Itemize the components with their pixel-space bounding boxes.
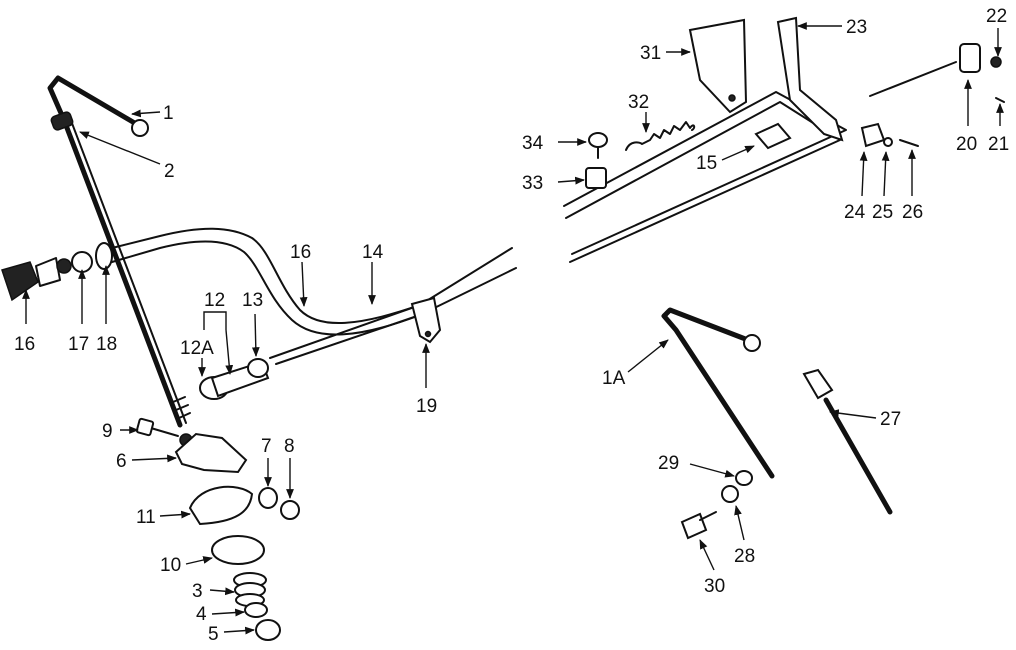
nut-part-22 [990, 56, 1002, 68]
leader-lines [22, 22, 1004, 635]
nut-part-8 [280, 500, 300, 520]
label-part-28: 28 [734, 546, 755, 567]
cap-part-33 [585, 167, 607, 189]
cable-nut-part-17 [56, 251, 93, 274]
label-part-12: 12 [204, 290, 225, 311]
pin-part-21 [995, 97, 1005, 103]
bolt-part-30 [680, 511, 717, 540]
control-cable-part-16 [111, 227, 517, 365]
label-part-32: 32 [628, 92, 649, 113]
label-part-17: 17 [68, 334, 89, 355]
label-part-13: 13 [242, 290, 263, 311]
label-part-10: 10 [160, 555, 181, 576]
label-part-29: 29 [658, 453, 679, 474]
label-part-8: 8 [284, 436, 295, 457]
label-part-19: 19 [416, 396, 437, 417]
cable-knob-part-16 [1, 257, 61, 302]
label-part-1: 1 [163, 103, 174, 124]
label-part-18: 18 [96, 334, 117, 355]
cable-washer-part-18 [95, 242, 113, 270]
screw-part-34 [588, 132, 608, 159]
label-part-9: 9 [102, 421, 113, 442]
bushing-part-13 [247, 358, 269, 378]
part-labels: 1 2 16 17 18 16 14 12 13 12A 19 9 6 7 8 … [14, 6, 1009, 645]
knob-part-20 [959, 43, 981, 73]
bolt-part-9 [135, 417, 193, 447]
label-part-31: 31 [640, 43, 661, 64]
plate-part-11 [188, 485, 254, 526]
dipstick-part-27 [802, 368, 893, 515]
lever-arm-part-6 [174, 432, 248, 474]
pin-part-26 [899, 139, 919, 147]
label-part-1a: 1A [602, 368, 626, 389]
label-part-27: 27 [880, 409, 901, 430]
cable-clamp-part-19 [410, 296, 442, 344]
bracket-part-23 [776, 16, 844, 142]
block-part-15 [754, 122, 792, 150]
throttle-lever-part-1 [47, 75, 191, 428]
label-part-12a: 12A [180, 338, 214, 359]
label-part-16-knob: 16 [14, 334, 35, 355]
label-part-34: 34 [522, 133, 544, 154]
label-part-23: 23 [846, 17, 867, 38]
clip-part-24 [860, 122, 886, 148]
nut-part-5 [255, 619, 281, 641]
label-part-16-cable: 16 [290, 242, 311, 263]
label-part-4: 4 [196, 604, 207, 625]
label-part-33: 33 [522, 173, 543, 194]
label-part-3: 3 [192, 581, 203, 602]
label-part-21: 21 [988, 134, 1009, 155]
label-part-2: 2 [164, 161, 175, 182]
label-part-30: 30 [704, 576, 725, 597]
label-part-24: 24 [844, 202, 866, 223]
label-part-15: 15 [696, 153, 717, 174]
plate-part-31 [688, 18, 748, 114]
label-part-11: 11 [136, 507, 156, 528]
spring-part-32 [625, 121, 696, 151]
label-part-20: 20 [956, 134, 977, 155]
washer-part-7 [258, 487, 278, 509]
label-part-7: 7 [261, 436, 272, 457]
label-part-26: 26 [902, 202, 923, 223]
lever-grip-part-2 [50, 111, 74, 131]
label-part-25: 25 [872, 202, 893, 223]
nut-part-29 [735, 470, 753, 486]
throttle-rod-part-14 [563, 61, 957, 263]
washer-part-25 [883, 137, 893, 147]
label-part-22: 22 [986, 6, 1007, 27]
label-part-6: 6 [116, 451, 127, 472]
spring-part-3 [233, 572, 267, 607]
label-part-5: 5 [208, 624, 219, 645]
disc-part-10 [211, 535, 265, 565]
label-part-14: 14 [362, 242, 384, 263]
washer-part-28 [721, 485, 739, 503]
alternate-lever-part-1a [661, 307, 775, 479]
washer-part-4 [244, 602, 268, 618]
